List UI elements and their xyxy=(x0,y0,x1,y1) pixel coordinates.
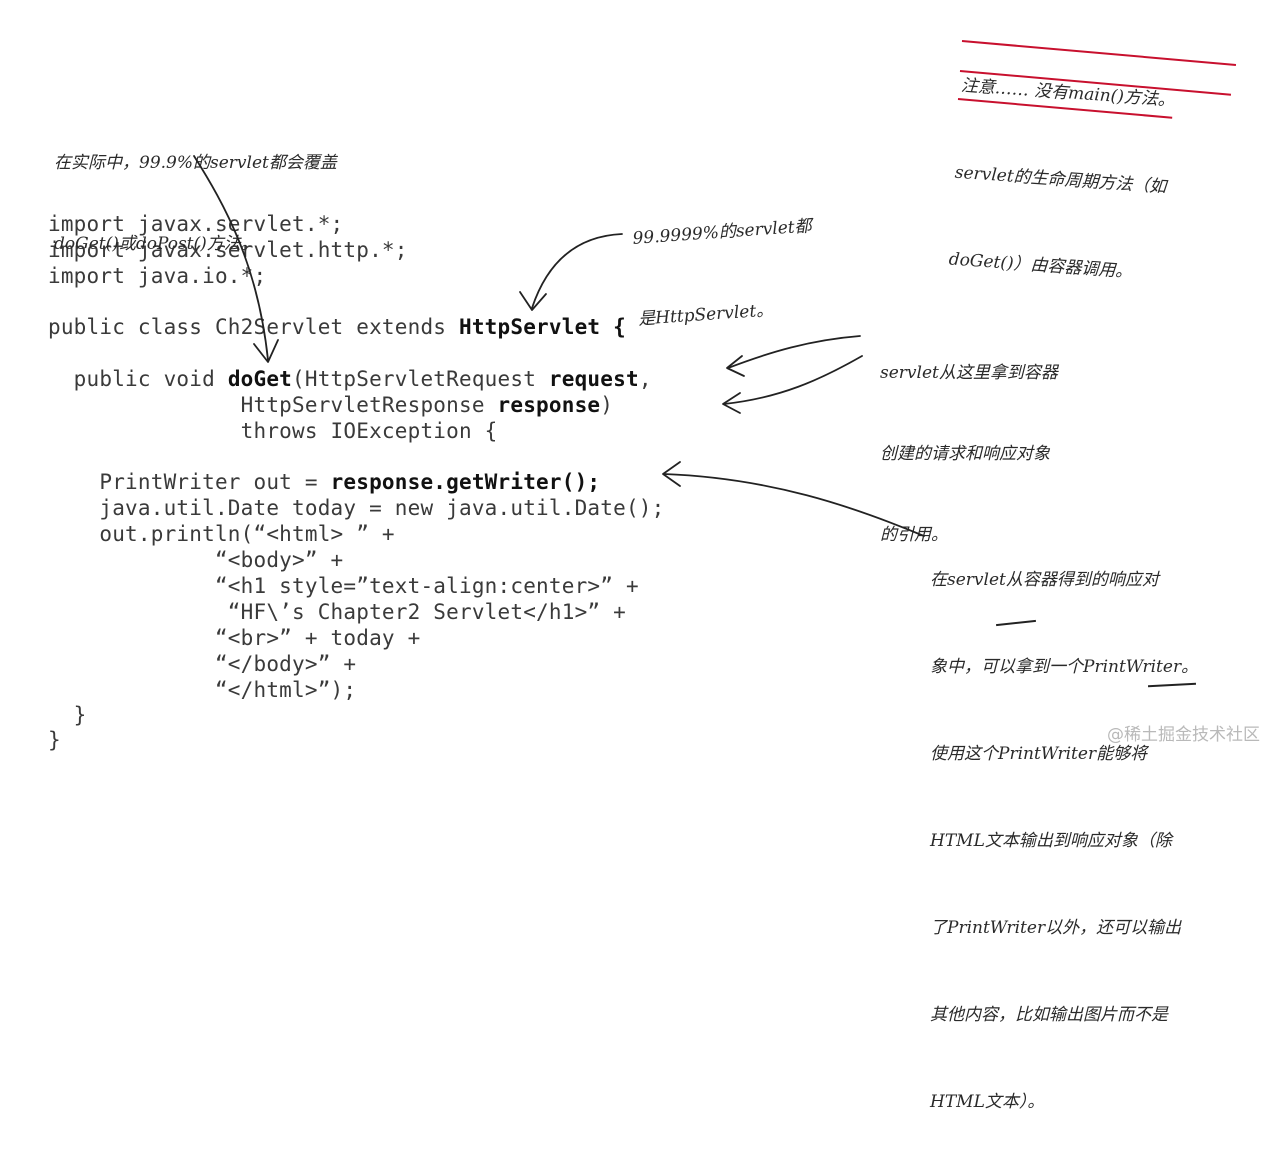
code-line: public class Ch2Servlet extends HttpServ… xyxy=(48,314,626,340)
code-token: , xyxy=(638,367,652,391)
annotation-line: servlet的生命周期方法（如 xyxy=(954,162,1167,198)
arrow-to-httpservlet xyxy=(531,233,623,309)
code-line: java.util.Date today = new java.util.Dat… xyxy=(48,495,664,521)
code-token: HttpServletResponse xyxy=(48,393,498,417)
code-line: “<br>” + today + xyxy=(48,625,420,651)
code-token: out.println(“<html> ” + xyxy=(48,522,395,546)
annotation-request-response: servlet从这里拿到容器 创建的请求和响应对象 的引用。 xyxy=(880,306,1058,603)
code-token-bold: response.getWriter(); xyxy=(330,470,601,494)
code-token: “</body>” + xyxy=(48,652,357,676)
code-token: throws IOException { xyxy=(48,419,498,443)
annotation-line: HTML文本输出到响应对象（除 xyxy=(930,831,1172,851)
code-line: public void doGet(HttpServletRequest req… xyxy=(48,366,652,392)
code-token: “<br>” + today + xyxy=(48,626,421,650)
code-token: PrintWriter out = xyxy=(48,470,331,494)
code-token-bold: HttpServlet { xyxy=(458,315,626,339)
code-token: “<body>” + xyxy=(48,548,344,572)
arrow-to-getwriter-head xyxy=(662,461,681,487)
annotation-doget-override: 在实际中，99.9%的servlet都会覆盖 doGet()或doPost()方… xyxy=(54,96,337,312)
code-token: ) xyxy=(600,393,614,417)
code-line: throws IOException { xyxy=(48,418,498,444)
annotated-code-page: import javax.servlet.*;import javax.serv… xyxy=(48,14,1260,1112)
annotation-line: 99.9999%的servlet都 xyxy=(631,216,813,249)
code-token: java.util.Date today = new java.util.Dat… xyxy=(48,496,665,520)
code-line: out.println(“<html> ” + xyxy=(48,521,395,547)
code-token: public class Ch2Servlet extends xyxy=(48,315,459,339)
code-line: } xyxy=(48,727,61,753)
arrow-to-response-head xyxy=(722,392,741,414)
annotation-printwriter: 在servlet从容器得到的响应对 象中，可以拿到一个PrintWriter。 … xyxy=(930,508,1198,1175)
arrow-to-httpservlet-head xyxy=(519,291,547,311)
code-token-bold: request xyxy=(548,367,639,391)
code-token: “</html>”); xyxy=(48,678,357,702)
code-token: } xyxy=(48,728,61,752)
annotation-line: 在实际中，99.9%的servlet都会覆盖 xyxy=(54,153,337,173)
code-token: “HF\’s Chapter2 Servlet</h1>” + xyxy=(48,600,626,624)
annotation-no-main: 注意…… 没有main()方法。 servlet的生命周期方法（如 doGet(… xyxy=(944,14,1180,347)
code-line: “HF\’s Chapter2 Servlet</h1>” + xyxy=(48,599,626,625)
code-line: import javax.servlet.http.*; xyxy=(48,237,408,263)
annotation-line: doGet()或doPost()方法。 xyxy=(54,234,258,254)
code-token: “<h1 style=”text-align:center>” + xyxy=(48,574,639,598)
code-token: public void xyxy=(48,367,228,391)
annotation-line: 是HttpServlet。 xyxy=(637,300,774,330)
code-line: } xyxy=(48,702,87,728)
annotation-line: 了PrintWriter以外，还可以输出 xyxy=(930,918,1182,938)
code-line: “<h1 style=”text-align:center>” + xyxy=(48,573,639,599)
annotation-line: 在servlet从容器得到的响应对 xyxy=(930,570,1159,590)
code-line: HttpServletResponse response) xyxy=(48,392,613,418)
code-line: PrintWriter out = response.getWriter(); xyxy=(48,469,600,495)
annotation-http-servlet: 99.9999%的servlet都 是HttpServlet。 xyxy=(628,159,822,387)
watermark: @稀土掘金技术社区 xyxy=(1107,725,1260,745)
code-line: “</body>” + xyxy=(48,651,356,677)
code-token: (HttpServletRequest xyxy=(292,367,549,391)
code-line: “</html>”); xyxy=(48,677,356,703)
code-token: import javax.servlet.http.*; xyxy=(48,238,408,262)
code-line: “<body>” + xyxy=(48,547,343,573)
code-token: } xyxy=(48,703,87,727)
annotation-line: 其他内容，比如输出图片而不是 xyxy=(930,1005,1168,1025)
annotation-line: HTML文本）。 xyxy=(930,1092,1045,1112)
code-token-bold: doGet xyxy=(227,367,293,391)
arrow-to-doget-head xyxy=(253,339,279,363)
annotation-line: doGet()）由容器调用。 xyxy=(948,249,1133,283)
code-token-bold: response xyxy=(497,393,601,417)
annotation-line: servlet从这里拿到容器 xyxy=(880,363,1058,383)
annotation-line: 创建的请求和响应对象 xyxy=(880,444,1050,464)
annotation-line: 象中，可以拿到一个PrintWriter。 xyxy=(930,657,1199,677)
